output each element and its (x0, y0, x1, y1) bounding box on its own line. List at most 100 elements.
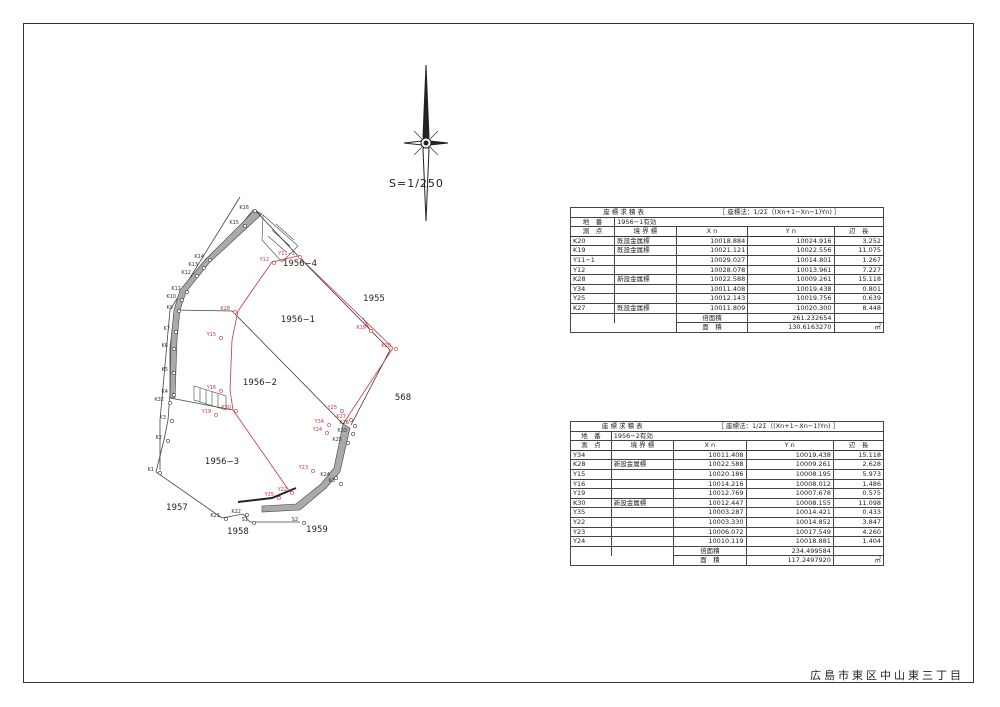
xn-cell: 10022.588 (673, 459, 747, 470)
yn-cell: 10009.261 (747, 274, 835, 285)
survey-point-marker (302, 521, 306, 525)
yn-cell: 10008.012 (745, 478, 834, 490)
length-cell: 3.847 (832, 516, 885, 528)
double-area-value: 234.499584 (745, 546, 834, 556)
point-cell: K19 (569, 245, 616, 256)
survey-point-label: K20 (381, 343, 391, 349)
stairs (193, 214, 299, 411)
col-header: X n (675, 226, 749, 237)
survey-point-marker (172, 371, 176, 375)
survey-point-marker (253, 209, 257, 213)
length-cell: 5.973 (832, 468, 885, 480)
survey-point-label: Y16 (206, 385, 216, 391)
length-cell: 0.639 (833, 293, 884, 304)
survey-point-marker (172, 347, 176, 351)
length-cell: 1.267 (833, 254, 884, 266)
survey-point-label: Y23 (298, 465, 308, 471)
yn-cell: 10008.155 (745, 497, 834, 509)
survey-point-label: Y19 (201, 409, 211, 415)
survey-point-label: S2 (292, 517, 298, 523)
survey-point-marker (214, 413, 218, 417)
survey-point-label: Y15 (206, 332, 216, 338)
survey-point-marker (174, 330, 178, 334)
survey-point-marker (325, 431, 329, 435)
survey-point-marker (252, 521, 256, 525)
survey-point-label: K28 (220, 306, 230, 312)
lot-label: 地 番 (569, 216, 616, 228)
survey-point-marker (172, 393, 176, 397)
marker-cell (614, 264, 677, 276)
xn-cell: 10011.408 (675, 283, 749, 295)
yn-cell: 10014.421 (745, 507, 834, 518)
area-value: 130.6163270 (747, 322, 835, 333)
parcel-label: 1957 (166, 503, 188, 513)
xn-cell: 10028.078 (675, 264, 749, 276)
parcel-label: 1956−4 (283, 259, 317, 269)
point-cell: Y12 (569, 264, 616, 276)
xn-cell: 10003.330 (673, 516, 747, 528)
survey-point-marker (234, 409, 238, 413)
point-cell: Y34 (569, 283, 616, 295)
length-cell: 0.575 (832, 488, 885, 499)
parcel-label: 1956−2 (243, 378, 277, 388)
parcel-label: 1956−3 (205, 457, 239, 467)
point-cell: K30 (570, 497, 612, 509)
parcel-label: 1955 (363, 294, 385, 304)
survey-point-marker (202, 266, 206, 270)
survey-point-label: Y22 (277, 487, 287, 493)
area-unit: ㎡ (832, 555, 885, 566)
survey-point-marker (177, 309, 181, 313)
survey-point-marker (369, 329, 373, 333)
survey-point-label: Y12 (259, 257, 269, 263)
point-cell: Y16 (570, 478, 612, 490)
area-table-1: 座 標 求 積 表 ［ 座標法：1/2Σ（(Xn+1−Xn−1)Yn) ］ 地 … (569, 207, 885, 333)
survey-point-marker (339, 482, 343, 486)
xn-cell: 10018.884 (675, 235, 749, 247)
survey-point-label: K24 (320, 472, 330, 478)
north-arrow-icon (403, 64, 449, 222)
yn-cell: 10017.549 (745, 526, 834, 538)
new-boundary-lines (229, 255, 394, 493)
survey-point-marker (158, 471, 162, 475)
lot-label: 地 番 (570, 430, 612, 442)
point-cell: Y11−1 (569, 254, 616, 266)
survey-point-label: K30 (221, 405, 231, 411)
col-header: 測 点 (569, 226, 616, 237)
marker-cell: 新設金属標 (614, 274, 677, 285)
survey-point-label: K21 (210, 513, 220, 519)
xn-cell: 10012.143 (675, 293, 749, 304)
point-cell: Y24 (570, 536, 612, 547)
survey-point-label: K19 (356, 325, 366, 331)
yn-cell: 10019.438 (747, 283, 835, 295)
marker-cell: 新設金属標 (610, 497, 675, 509)
survey-point-marker (185, 290, 189, 294)
length-cell: 11.075 (833, 245, 884, 256)
survey-point-label: K15 (229, 220, 239, 226)
length-cell: 0.801 (833, 283, 884, 295)
lot-value: 1956−1有効 (614, 216, 884, 228)
survey-point-label: K4 (162, 389, 168, 395)
survey-point-marker (180, 298, 184, 302)
survey-point-marker (245, 513, 249, 517)
survey-point-marker (349, 418, 353, 422)
survey-point-marker (327, 423, 331, 427)
marker-cell (610, 536, 675, 547)
survey-point-label: K12 (181, 270, 191, 276)
survey-point-marker (219, 389, 223, 393)
area-label: 面 積 (673, 555, 747, 566)
table-title: 座 標 求 積 表 (570, 207, 677, 218)
yn-cell: 10013.961 (747, 264, 835, 276)
yn-cell: 10024.916 (747, 235, 835, 247)
point-cell: Y15 (570, 468, 612, 480)
lot-value: 1956−2有効 (610, 430, 885, 442)
parcel-lines (231, 209, 391, 426)
survey-point-marker (208, 258, 212, 262)
length-cell: 7.227 (833, 264, 884, 276)
